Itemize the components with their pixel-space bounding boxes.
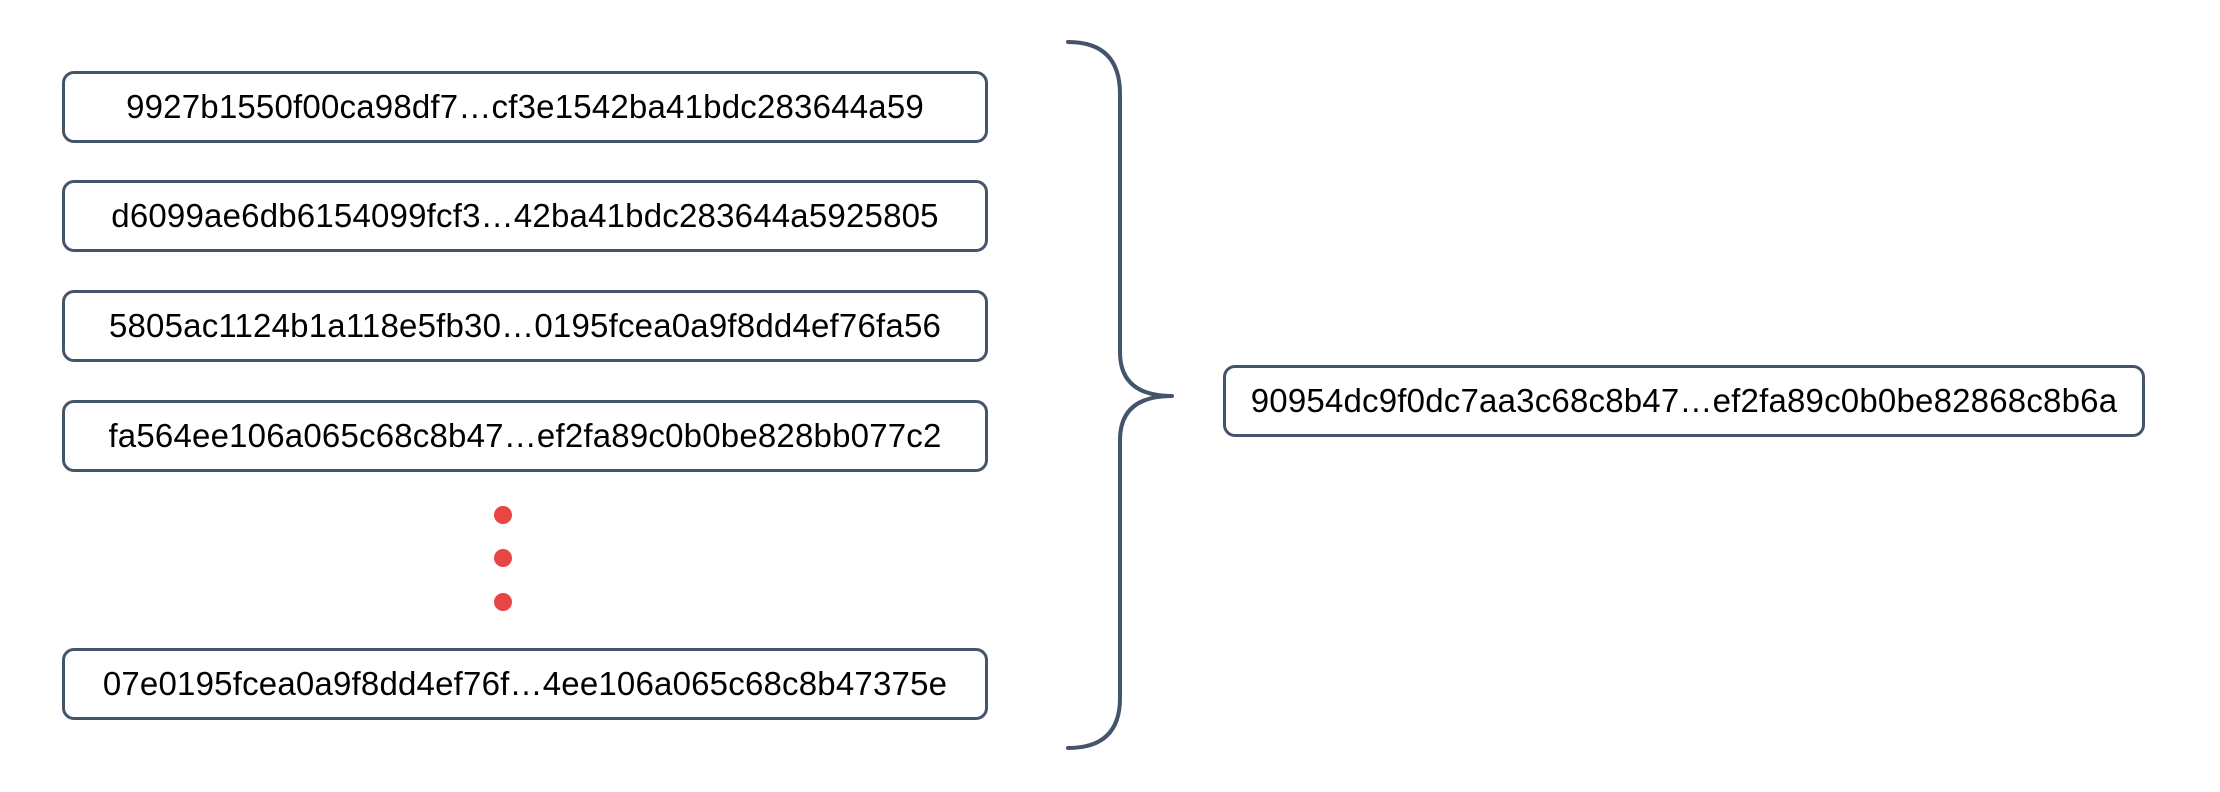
- ellipsis-dot: [494, 593, 512, 611]
- input-hash-text-2: d6099ae6db6154099fcf3…42ba41bdc283644a59…: [111, 197, 939, 234]
- output-hash-box: 90954dc9f0dc7aa3c68c8b47…ef2fa89c0b0be82…: [1223, 365, 2145, 437]
- output-hash-text: 90954dc9f0dc7aa3c68c8b47…ef2fa89c0b0be82…: [1250, 382, 2118, 419]
- input-hash-box-3: 5805ac1124b1a118e5fb30…0195fcea0a9f8dd4e…: [62, 290, 988, 362]
- input-hash-box-2: d6099ae6db6154099fcf3…42ba41bdc283644a59…: [62, 180, 988, 252]
- input-hash-box-1: 9927b1550f00ca98df7…cf3e1542ba41bdc28364…: [62, 71, 988, 143]
- ellipsis-dot: [494, 549, 512, 567]
- input-hash-text-1: 9927b1550f00ca98df7…cf3e1542ba41bdc28364…: [126, 88, 924, 125]
- input-hash-text-5: 07e0195fcea0a9f8dd4ef76f…4ee106a065c68c8…: [102, 665, 948, 702]
- input-hash-text-4: fa564ee106a065c68c8b47…ef2fa89c0b0be828b…: [108, 417, 942, 454]
- input-hash-text-3: 5805ac1124b1a118e5fb30…0195fcea0a9f8dd4e…: [108, 307, 942, 344]
- curly-brace: [1066, 40, 1174, 750]
- ellipsis-dot: [494, 506, 512, 524]
- input-hash-box-5: 07e0195fcea0a9f8dd4ef76f…4ee106a065c68c8…: [62, 648, 988, 720]
- input-hash-box-4: fa564ee106a065c68c8b47…ef2fa89c0b0be828b…: [62, 400, 988, 472]
